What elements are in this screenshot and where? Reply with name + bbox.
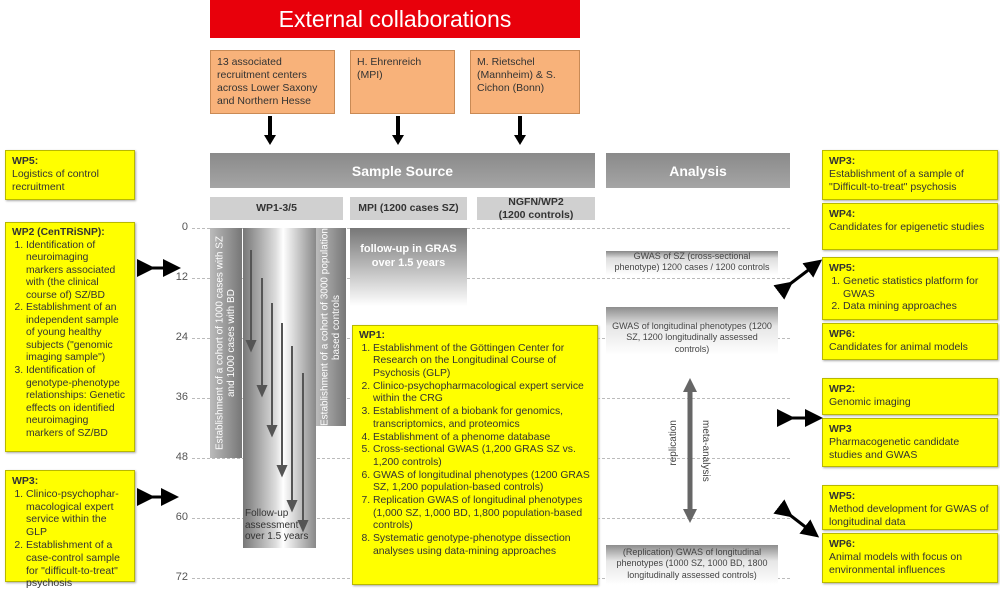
box-item: Identification of genotype-phenotype rel… bbox=[26, 365, 128, 440]
right-wp3-box: WP3:Establishment of a sample of "Diffic… bbox=[822, 150, 998, 200]
box-title: WP3: bbox=[12, 475, 39, 487]
y-tick: 48 bbox=[175, 451, 188, 463]
collaborator-box: 13 associated recruitment centers across… bbox=[210, 50, 335, 114]
right-wp6b-box: WP6:Animal models with focus on environm… bbox=[822, 533, 998, 583]
wp1-item: Establishment of a phenome database bbox=[373, 432, 591, 445]
mpi-followup-box: follow-up in GRAS over 1.5 years bbox=[350, 228, 467, 306]
wp1-box: WP1: Establishment of the Göttingen Cent… bbox=[352, 325, 598, 585]
box-text: Genomic imaging bbox=[829, 395, 911, 408]
box-text: Pharmacogenetic candidate studies and GW… bbox=[829, 435, 960, 461]
box-title: WP5: bbox=[829, 490, 856, 502]
gwas-replication-box: (Replication) GWAS of longitudinal pheno… bbox=[606, 545, 778, 585]
arrow-head-icon bbox=[514, 135, 526, 145]
box-title: WP2: bbox=[829, 383, 856, 395]
sample-source-header: Sample Source bbox=[210, 153, 595, 188]
box-text: Candidates for animal models bbox=[829, 340, 968, 353]
box-title: WP5: bbox=[829, 262, 856, 274]
wp1-item: Clinico-psychopharmacological expert ser… bbox=[373, 381, 591, 406]
right-wp6-box: WP6:Candidates for animal models bbox=[822, 323, 998, 360]
y-tick: 12 bbox=[175, 271, 188, 283]
wp1-item: Systematic genotype-phenotype dissection… bbox=[373, 533, 591, 558]
arrow-down-icon bbox=[518, 116, 522, 136]
box-item: Identification of neuroimaging markers a… bbox=[26, 240, 128, 303]
box-item: Clinico-psychophar-macological expert se… bbox=[26, 488, 128, 539]
collaborator-box: M. Rietschel (Mannheim) & S. Cichon (Bon… bbox=[470, 50, 580, 114]
arrow-head-icon bbox=[264, 135, 276, 145]
column-header: WP1-3/5 bbox=[210, 197, 343, 220]
analysis-header: Analysis bbox=[606, 153, 790, 188]
right-wp5-box: WP5:Genetic statistics platform for GWAS… bbox=[822, 257, 998, 320]
left-wp5-box: WP5:Logistics of control recruitment bbox=[5, 150, 135, 200]
right-wp5b-box: WP5:Method development for GWAS of longi… bbox=[822, 485, 998, 530]
box-title: WP5: bbox=[12, 155, 39, 167]
box-title: WP2 (CenTRiSNP): bbox=[12, 227, 105, 238]
box-item: Establishment of a case-control sample f… bbox=[26, 539, 128, 590]
y-tick: 72 bbox=[175, 571, 188, 583]
meta-analysis-label: meta-analysis bbox=[700, 420, 711, 482]
box-text: Method development for GWAS of longitudi… bbox=[829, 502, 989, 528]
box-text: Establishment of a sample of "Difficult-… bbox=[829, 167, 964, 193]
right-wp2-box: WP2:Genomic imaging bbox=[822, 378, 998, 415]
grid-line bbox=[192, 278, 790, 279]
box-title: WP3: bbox=[829, 155, 856, 167]
column-header: MPI (1200 cases SZ) bbox=[350, 197, 467, 220]
wp1-item: Replication GWAS of longitudinal phenoty… bbox=[373, 495, 591, 533]
arrow-down-icon bbox=[268, 116, 272, 136]
wp1-title: WP1: bbox=[359, 330, 385, 341]
y-tick: 0 bbox=[181, 221, 188, 233]
followup-label: Follow-up assessment over 1.5 years bbox=[245, 508, 309, 542]
grid-line bbox=[192, 228, 790, 229]
wp1-item: Cross-sectional GWAS (1,200 GRAS SZ vs. … bbox=[373, 444, 591, 469]
wp1-item: Establishment of a biobank for genomics,… bbox=[373, 406, 591, 431]
external-collaborations-header: External collaborations bbox=[210, 0, 580, 38]
box-title: WP6: bbox=[829, 538, 856, 550]
y-tick: 36 bbox=[175, 391, 188, 403]
cases-cohort-bar: Establishment of a cohort of 1000 cases … bbox=[210, 228, 242, 458]
followup-arrows-icon bbox=[245, 250, 309, 533]
box-title: WP6: bbox=[829, 328, 856, 340]
left-wp2-box: WP2 (CenTRiSNP): Identification of neuro… bbox=[5, 222, 135, 452]
box-title: WP3 bbox=[829, 423, 852, 435]
left-wp3-box: WP3: Clinico-psychophar-macological expe… bbox=[5, 470, 135, 589]
box-text: Animal models with focus on environmenta… bbox=[829, 550, 963, 576]
replication-double-arrow-icon bbox=[683, 378, 697, 523]
gwas-sz-box: GWAS of SZ (cross-sectional phenotype) 1… bbox=[606, 251, 778, 275]
collaborator-box: H. Ehrenreich (MPI) bbox=[350, 50, 455, 114]
arrow-head-icon bbox=[392, 135, 404, 145]
box-text: Candidates for epigenetic studies bbox=[829, 220, 985, 233]
gwas-longitudinal-box: GWAS of longitudinal phenotypes (1200 SZ… bbox=[606, 307, 778, 355]
column-header: NGFN/WP2 (1200 controls) bbox=[477, 196, 595, 221]
box-item: Establishment of an independent sample o… bbox=[26, 302, 128, 365]
right-wp4-box: WP4:Candidates for epigenetic studies bbox=[822, 203, 998, 250]
followup-bar: Follow-up assessment over 1.5 years bbox=[243, 228, 316, 548]
arrow-down-icon bbox=[396, 116, 400, 136]
wp1-item: Establishment of the Göttingen Center fo… bbox=[373, 343, 591, 381]
replication-label: replication bbox=[668, 420, 679, 466]
box-title: WP4: bbox=[829, 208, 856, 220]
box-item: Genetic statistics platform for GWAS bbox=[843, 275, 991, 301]
y-tick: 60 bbox=[175, 511, 188, 523]
box-text: Logistics of control recruitment bbox=[12, 167, 99, 193]
y-tick: 24 bbox=[175, 331, 188, 343]
wp1-item: GWAS of longitudinal phenotypes (1200 GR… bbox=[373, 470, 591, 495]
controls-cohort-bar: Establishment of a cohort of 3000 popula… bbox=[316, 228, 346, 426]
box-item: Data mining approaches bbox=[843, 300, 991, 313]
